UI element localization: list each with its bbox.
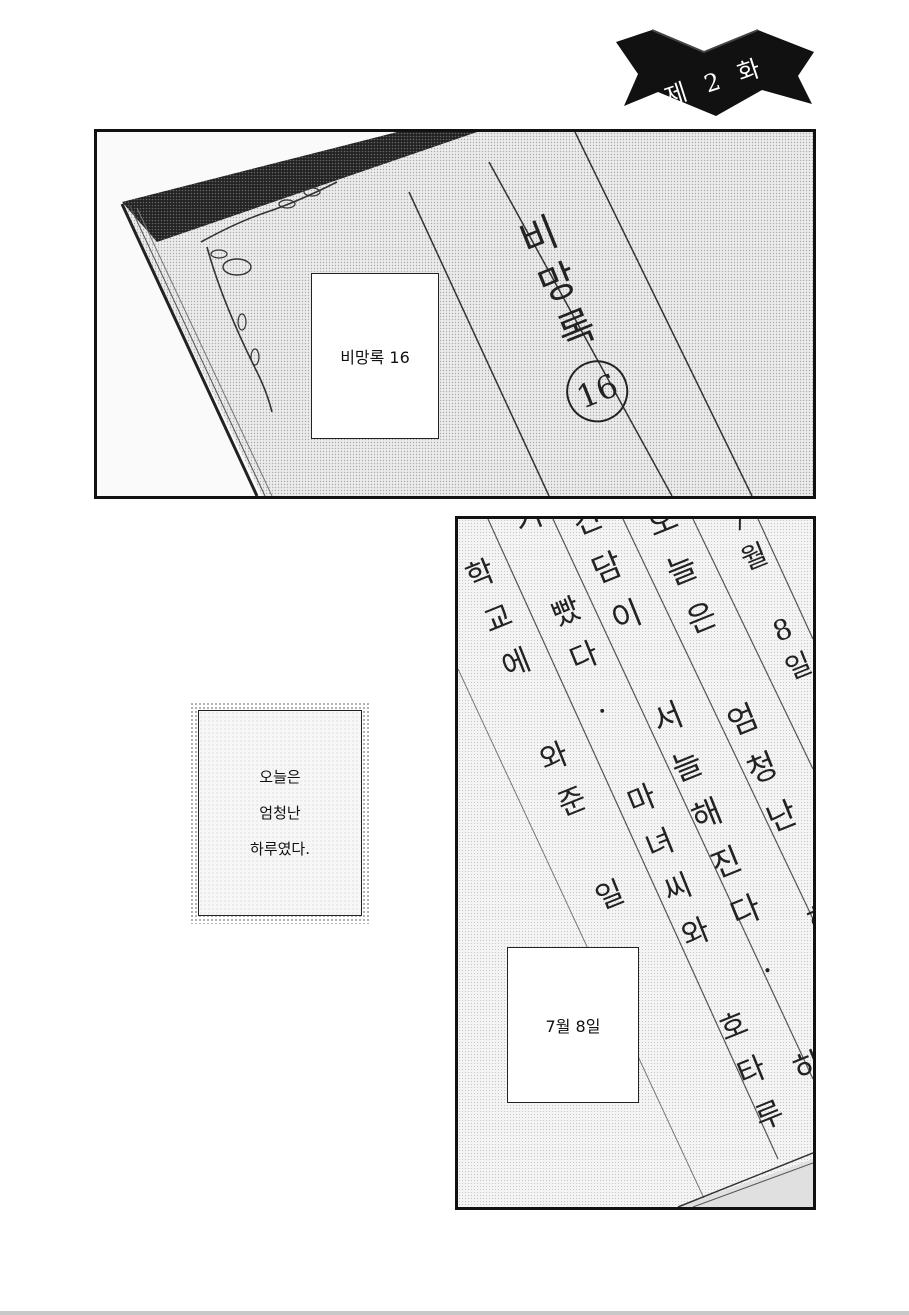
bottom-edge bbox=[0, 1311, 909, 1315]
ribbon-banner-shape bbox=[616, 29, 814, 116]
notebook-cover-art bbox=[97, 132, 813, 496]
side-caption-line-1: 오늘은 bbox=[259, 768, 301, 786]
caption-text: 비망록 16 bbox=[340, 348, 410, 367]
side-caption-frame: 오늘은 엄청난 하루였다. bbox=[190, 702, 370, 924]
side-caption-box: 오늘은 엄청난 하루였다. bbox=[198, 710, 362, 916]
caption-box-notebook-title: 비망록 16 bbox=[311, 273, 439, 439]
side-caption-line-3: 하루였다. bbox=[250, 840, 310, 858]
chapter-banner: 제 2 화 bbox=[612, 22, 818, 118]
caption-text: 7월 8일 bbox=[545, 1017, 601, 1036]
side-caption-line-2: 엄청난 bbox=[259, 804, 301, 822]
panel-diary-page: 7월 8일 오늘은 엄청난 하 간담이 서늘해진다. 하 기 빴다. 마녀씨와 … bbox=[455, 516, 816, 1210]
panel-notebook-cover: 비망록 16 비망록 16 bbox=[94, 129, 816, 499]
caption-box-date: 7월 8일 bbox=[507, 947, 639, 1103]
diary-columns: 7월 8일 오늘은 엄청난 하 간담이 서늘해진다. 하 기 빴다. 마녀씨와 … bbox=[458, 519, 813, 1207]
